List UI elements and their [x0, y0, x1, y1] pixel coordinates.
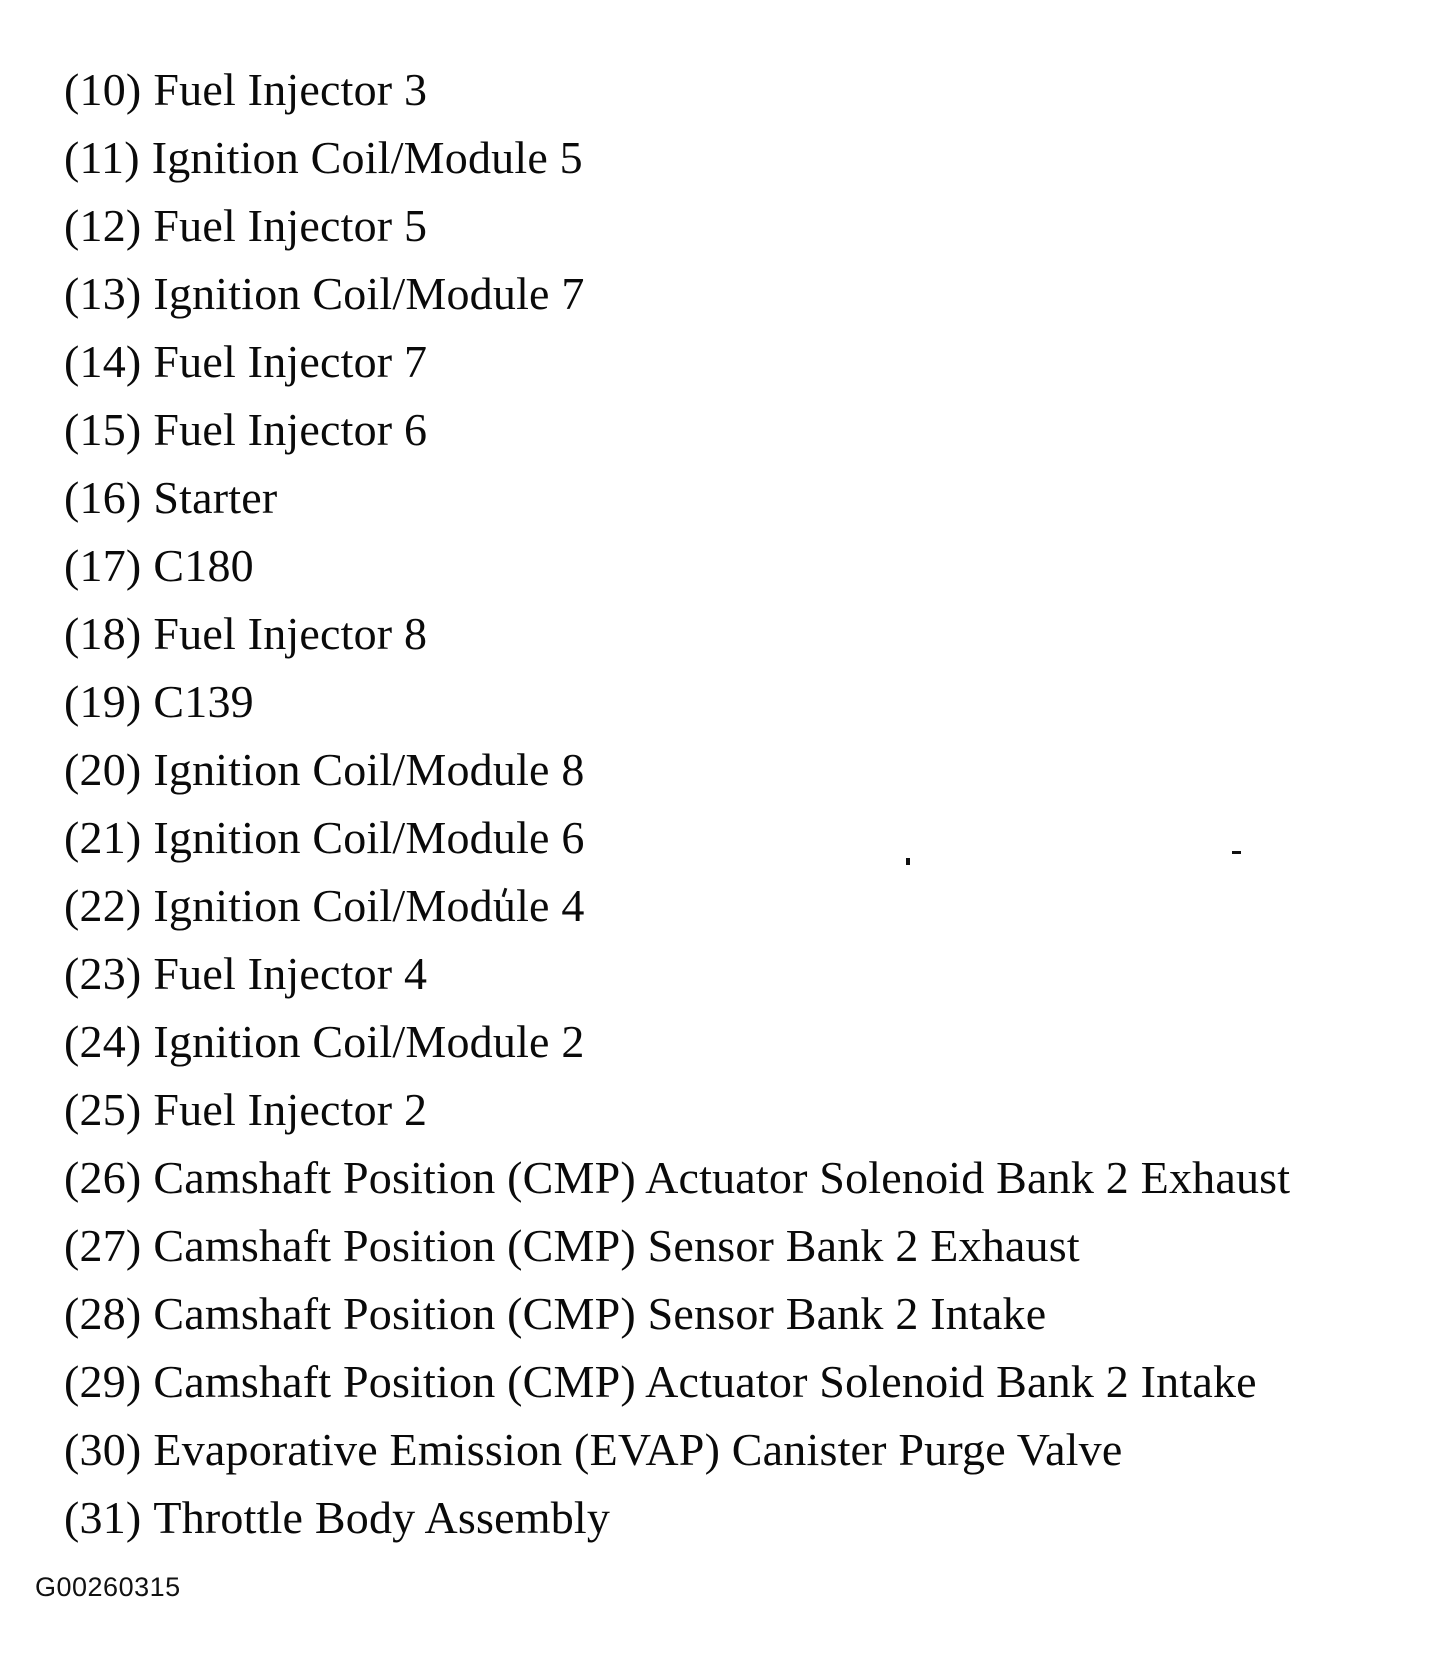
- scan-speck-dash: [1232, 851, 1241, 854]
- legend-item: (19)C139: [64, 668, 1290, 736]
- item-marker: (27): [64, 1220, 142, 1271]
- item-label: Camshaft Position (CMP) Sensor Bank 2 Ex…: [153, 1220, 1080, 1271]
- item-marker: (25): [64, 1084, 142, 1135]
- figure-code: G00260315: [35, 1572, 181, 1602]
- item-label: Fuel Injector 4: [153, 948, 428, 999]
- item-marker: (31): [64, 1492, 142, 1543]
- item-label: Ignition Coil/Module 6: [153, 812, 585, 863]
- item-marker: (14): [64, 336, 142, 387]
- item-label: Fuel Injector 3: [153, 64, 428, 115]
- item-marker: (24): [64, 1016, 142, 1067]
- legend-item: (30)Evaporative Emission (EVAP) Canister…: [64, 1416, 1290, 1484]
- item-label: Fuel Injector 8: [153, 608, 428, 659]
- item-marker: (12): [64, 200, 142, 251]
- item-marker: (13): [64, 268, 142, 319]
- item-marker: (16): [64, 472, 142, 523]
- item-marker: (10): [64, 64, 142, 115]
- legend-item: (10)Fuel Injector 3: [64, 56, 1290, 124]
- legend-item: (12)Fuel Injector 5: [64, 192, 1290, 260]
- item-marker: (30): [64, 1424, 142, 1475]
- item-label: Throttle Body Assembly: [153, 1492, 611, 1543]
- item-label: Ignition Coil/Module 4: [153, 880, 585, 931]
- item-label: C139: [153, 676, 254, 727]
- item-label: Camshaft Position (CMP) Actuator Solenoi…: [153, 1356, 1257, 1407]
- legend-item: (21)Ignition Coil/Module 6: [64, 804, 1290, 872]
- legend-item: (15)Fuel Injector 6: [64, 396, 1290, 464]
- legend-item: (31)Throttle Body Assembly: [64, 1484, 1290, 1552]
- item-label: C180: [153, 540, 254, 591]
- item-marker: (20): [64, 744, 142, 795]
- item-marker: (29): [64, 1356, 142, 1407]
- item-label: Fuel Injector 2: [153, 1084, 428, 1135]
- legend-item: (24)Ignition Coil/Module 2: [64, 1008, 1290, 1076]
- item-marker: (15): [64, 404, 142, 455]
- legend-item: (29)Camshaft Position (CMP) Actuator Sol…: [64, 1348, 1290, 1416]
- item-marker: (22): [64, 880, 142, 931]
- legend-item: (26)Camshaft Position (CMP) Actuator Sol…: [64, 1144, 1290, 1212]
- item-marker: (17): [64, 540, 142, 591]
- item-marker: (21): [64, 812, 142, 863]
- item-label: Camshaft Position (CMP) Sensor Bank 2 In…: [153, 1288, 1047, 1339]
- item-label: Ignition Coil/Module 8: [153, 744, 585, 795]
- legend-item: (25)Fuel Injector 2: [64, 1076, 1290, 1144]
- item-marker: (19): [64, 676, 142, 727]
- legend-item: (17)C180: [64, 532, 1290, 600]
- item-label: Fuel Injector 6: [153, 404, 428, 455]
- item-label: Ignition Coil/Module 5: [151, 132, 583, 183]
- item-marker: (18): [64, 608, 142, 659]
- item-marker: (23): [64, 948, 142, 999]
- legend-item: (14)Fuel Injector 7: [64, 328, 1290, 396]
- item-label: Fuel Injector 7: [153, 336, 428, 387]
- legend-item: (16)Starter: [64, 464, 1290, 532]
- item-label: Starter: [153, 472, 278, 523]
- legend-item: (23)Fuel Injector 4: [64, 940, 1290, 1008]
- item-marker: (26): [64, 1152, 142, 1203]
- item-label: Evaporative Emission (EVAP) Canister Pur…: [153, 1424, 1123, 1475]
- legend-item: (28)Camshaft Position (CMP) Sensor Bank …: [64, 1280, 1290, 1348]
- legend-item: (18)Fuel Injector 8: [64, 600, 1290, 668]
- component-legend-list: (10)Fuel Injector 3 (11)Ignition Coil/Mo…: [64, 56, 1290, 1552]
- item-marker: (11): [64, 132, 140, 183]
- item-label: Ignition Coil/Module 2: [153, 1016, 585, 1067]
- scan-speck-dot: [906, 858, 910, 865]
- legend-item: (22)Ignition Coil/Module 4: [64, 872, 1290, 940]
- legend-item: (11)Ignition Coil/Module 5: [64, 124, 1290, 192]
- item-label: Ignition Coil/Module 7: [153, 268, 585, 319]
- item-label: Camshaft Position (CMP) Actuator Solenoi…: [153, 1152, 1291, 1203]
- legend-item: (20)Ignition Coil/Module 8: [64, 736, 1290, 804]
- item-marker: (28): [64, 1288, 142, 1339]
- legend-item: (27)Camshaft Position (CMP) Sensor Bank …: [64, 1212, 1290, 1280]
- legend-item: (13)Ignition Coil/Module 7: [64, 260, 1290, 328]
- item-label: Fuel Injector 5: [153, 200, 428, 251]
